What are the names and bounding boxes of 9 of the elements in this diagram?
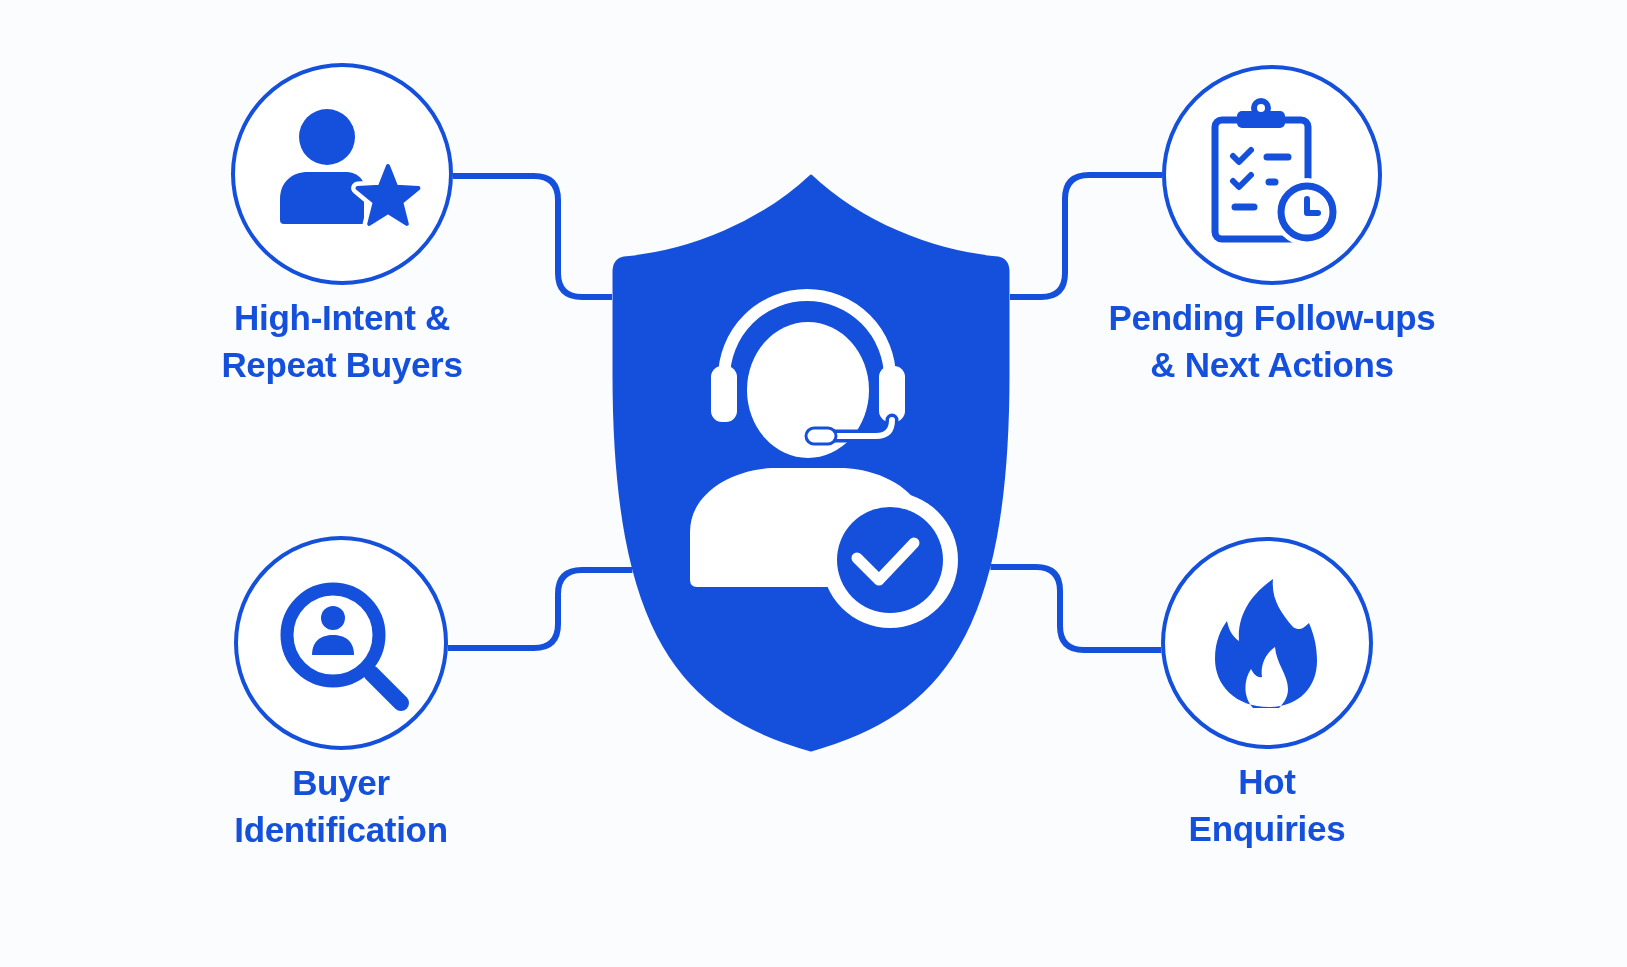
node-label: Hot Enquiries — [1187, 761, 1347, 850]
node-label: Buyer Identification — [233, 762, 449, 851]
connector-line — [990, 564, 1162, 653]
node-label: Pending Follow-ups & Next Actions — [1107, 297, 1437, 386]
connector-line — [447, 567, 633, 651]
connector-line — [1010, 172, 1162, 300]
connector-line — [453, 173, 612, 300]
shield — [612, 174, 1010, 752]
node-label: High-Intent & Repeat Buyers — [220, 297, 464, 386]
